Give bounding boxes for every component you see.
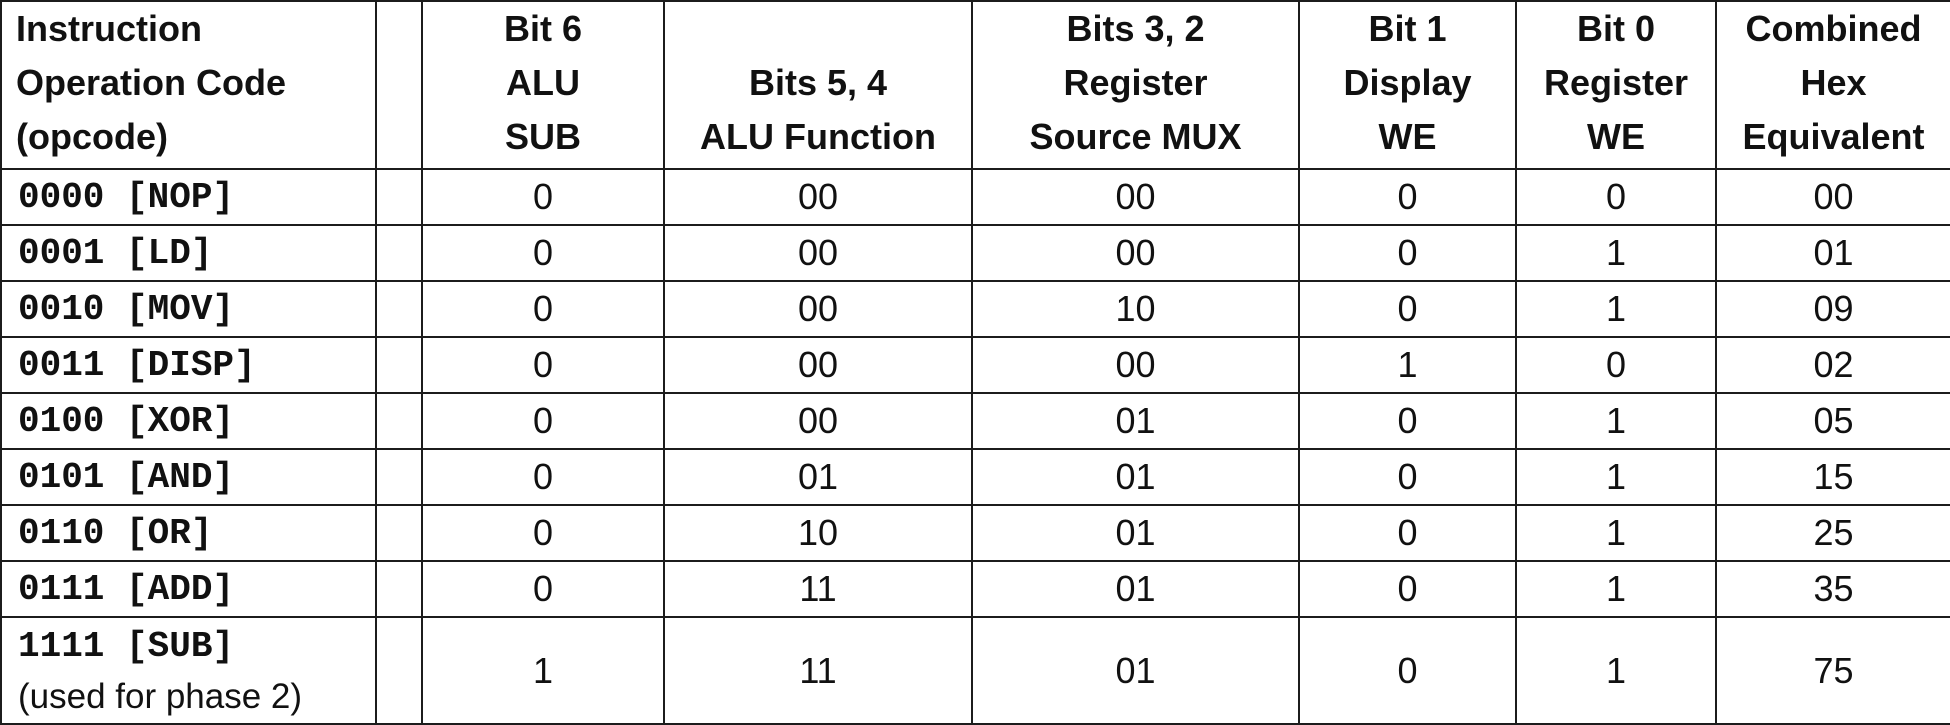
opcode-cell: 0001 [LD] xyxy=(0,224,377,282)
opcode-cell: 0111 [ADD] xyxy=(0,560,377,618)
bits32-cell: 00 xyxy=(971,168,1300,226)
header-bit1: Bit 1 Display WE xyxy=(1298,0,1517,170)
header-spacer xyxy=(375,0,423,170)
table-row: 0111 [ADD] 0 11 01 0 1 35 xyxy=(0,560,1950,618)
hex-cell: 25 xyxy=(1715,504,1950,562)
bit0-cell: 1 xyxy=(1515,280,1717,338)
bit6-cell: 0 xyxy=(421,504,665,562)
bits54-cell: 10 xyxy=(663,504,973,562)
bits54-cell: 00 xyxy=(663,336,973,394)
bits54-cell: 11 xyxy=(663,616,973,725)
hex-cell: 05 xyxy=(1715,392,1950,450)
hex-cell: 00 xyxy=(1715,168,1950,226)
bit6-cell: 0 xyxy=(421,392,665,450)
hex-cell: 75 xyxy=(1715,616,1950,725)
bits54-cell: 00 xyxy=(663,280,973,338)
bits32-cell: 01 xyxy=(971,504,1300,562)
opcode-text: 1111 [SUB] xyxy=(18,626,235,667)
spacer-cell xyxy=(375,224,423,282)
bit0-cell: 1 xyxy=(1515,392,1717,450)
bit1-cell: 0 xyxy=(1298,504,1517,562)
bits32-cell: 01 xyxy=(971,392,1300,450)
table-row: 0010 [MOV] 0 00 10 0 1 09 xyxy=(0,280,1950,338)
table-row: 1111 [SUB] (used for phase 2) 1 11 01 0 … xyxy=(0,616,1950,725)
hex-cell: 15 xyxy=(1715,448,1950,506)
hex-cell: 35 xyxy=(1715,560,1950,618)
spacer-cell xyxy=(375,560,423,618)
bit6-cell: 1 xyxy=(421,616,665,725)
opcode-cell: 0110 [OR] xyxy=(0,504,377,562)
bits32-cell: 01 xyxy=(971,560,1300,618)
bits54-cell: 11 xyxy=(663,560,973,618)
opcode-cell: 0100 [XOR] xyxy=(0,392,377,450)
bit0-cell: 1 xyxy=(1515,616,1717,725)
header-bits54: Bits 5, 4 ALU Function xyxy=(663,0,973,170)
table-row: 0000 [NOP] 0 00 00 0 0 00 xyxy=(0,168,1950,226)
table-row: 0100 [XOR] 0 00 01 0 1 05 xyxy=(0,392,1950,450)
hex-cell: 02 xyxy=(1715,336,1950,394)
bit1-cell: 1 xyxy=(1298,336,1517,394)
bit0-cell: 0 xyxy=(1515,336,1717,394)
bit0-cell: 0 xyxy=(1515,168,1717,226)
bit6-cell: 0 xyxy=(421,560,665,618)
hex-cell: 01 xyxy=(1715,224,1950,282)
opcode-cell: 0011 [DISP] xyxy=(0,336,377,394)
bit0-cell: 1 xyxy=(1515,560,1717,618)
header-bits32: Bits 3, 2 Register Source MUX xyxy=(971,0,1300,170)
header-opcode: Instruction Operation Code (opcode) xyxy=(0,0,377,170)
bit1-cell: 0 xyxy=(1298,280,1517,338)
bit6-cell: 0 xyxy=(421,336,665,394)
header-hex: Combined Hex Equivalent xyxy=(1715,0,1950,170)
bit1-cell: 0 xyxy=(1298,392,1517,450)
spacer-cell xyxy=(375,448,423,506)
header-row: Instruction Operation Code (opcode) Bit … xyxy=(0,0,1950,170)
header-bit0: Bit 0 Register WE xyxy=(1515,0,1717,170)
bit6-cell: 0 xyxy=(421,168,665,226)
bits32-cell: 00 xyxy=(971,224,1300,282)
table-row: 0001 [LD] 0 00 00 0 1 01 xyxy=(0,224,1950,282)
table-row: 0110 [OR] 0 10 01 0 1 25 xyxy=(0,504,1950,562)
bit1-cell: 0 xyxy=(1298,448,1517,506)
spacer-cell xyxy=(375,616,423,725)
bit6-cell: 0 xyxy=(421,448,665,506)
bits32-cell: 10 xyxy=(971,280,1300,338)
table-row: 0011 [DISP] 0 00 00 1 0 02 xyxy=(0,336,1950,394)
spacer-cell xyxy=(375,392,423,450)
bit6-cell: 0 xyxy=(421,280,665,338)
bits54-cell: 01 xyxy=(663,448,973,506)
bit1-cell: 0 xyxy=(1298,616,1517,725)
opcode-cell: 0000 [NOP] xyxy=(0,168,377,226)
spacer-cell xyxy=(375,168,423,226)
opcode-note: (used for phase 2) xyxy=(18,677,303,716)
bits54-cell: 00 xyxy=(663,392,973,450)
opcode-cell: 1111 [SUB] (used for phase 2) xyxy=(0,616,377,725)
bits32-cell: 00 xyxy=(971,336,1300,394)
bits32-cell: 01 xyxy=(971,616,1300,725)
bits54-cell: 00 xyxy=(663,168,973,226)
spacer-cell xyxy=(375,336,423,394)
bit1-cell: 0 xyxy=(1298,224,1517,282)
bit0-cell: 1 xyxy=(1515,448,1717,506)
header-bit6: Bit 6 ALU SUB xyxy=(421,0,665,170)
opcode-cell: 0101 [AND] xyxy=(0,448,377,506)
bits32-cell: 01 xyxy=(971,448,1300,506)
table-row: 0101 [AND] 0 01 01 0 1 15 xyxy=(0,448,1950,506)
bit1-cell: 0 xyxy=(1298,560,1517,618)
spacer-cell xyxy=(375,504,423,562)
bits54-cell: 00 xyxy=(663,224,973,282)
bit6-cell: 0 xyxy=(421,224,665,282)
bit0-cell: 1 xyxy=(1515,504,1717,562)
bit1-cell: 0 xyxy=(1298,168,1517,226)
opcode-cell: 0010 [MOV] xyxy=(0,280,377,338)
hex-cell: 09 xyxy=(1715,280,1950,338)
bit0-cell: 1 xyxy=(1515,224,1717,282)
spacer-cell xyxy=(375,280,423,338)
